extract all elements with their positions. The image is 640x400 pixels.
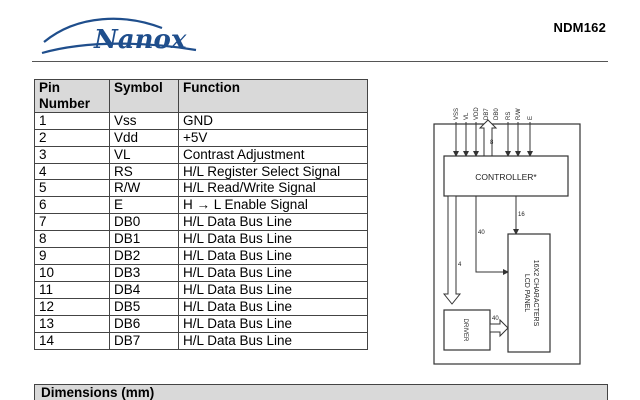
pin-cell: 6 xyxy=(34,196,110,215)
wire-label-40-bottom: 40 xyxy=(492,316,499,322)
symbol-cell: DB4 xyxy=(109,280,179,299)
pin-labels: VSS VL VDD DB7 DB0 RS R/W E xyxy=(454,107,534,120)
function-cell: H/L Register Select Signal xyxy=(178,162,368,181)
symbol-cell: E xyxy=(109,196,179,215)
controller-block xyxy=(443,155,569,197)
pin-label-vss: VSS xyxy=(454,108,460,120)
power-wires xyxy=(453,122,533,157)
brand-wordmark: Nanox xyxy=(93,25,187,55)
header-pin-number: Pin Number xyxy=(34,79,110,113)
pin-label-e: E xyxy=(528,116,534,120)
symbol-cell: VL xyxy=(109,145,179,164)
function-cell: H/L Data Bus Line xyxy=(178,263,368,282)
lcd-label-1: LCD PANEL xyxy=(523,274,530,312)
function-cell: H → L Enable Signal xyxy=(178,196,368,215)
pin-label-vdd: VDD xyxy=(474,107,480,120)
function-cell: H/L Data Bus Line xyxy=(178,247,368,265)
pin-label-db7: DB7 xyxy=(484,108,490,120)
dimensions-heading: Dimensions (mm) xyxy=(34,384,608,400)
wire-label-4: 4 xyxy=(458,262,462,268)
lcd-panel-block xyxy=(507,233,551,353)
symbol-cell: DB6 xyxy=(109,314,179,333)
symbol-cell: DB2 xyxy=(109,247,179,265)
function-cell: H/L Data Bus Line xyxy=(178,213,368,232)
pin-table-header: Pin Number Symbol Function xyxy=(34,79,368,113)
pin-cell: 2 xyxy=(34,128,110,147)
wire-label-40-top: 40 xyxy=(478,230,485,236)
driver-lcd-arrow xyxy=(489,318,509,338)
pin-cell: 10 xyxy=(34,263,110,282)
symbol-cell: DB0 xyxy=(109,213,179,232)
function-cell: H/L Data Bus Line xyxy=(178,314,368,333)
bus-width-label: 8 xyxy=(490,140,494,146)
function-cell: GND xyxy=(178,111,368,130)
module-outline xyxy=(433,123,581,365)
symbol-cell: R/W xyxy=(109,179,179,198)
model-number: NDM162 xyxy=(553,20,606,35)
pin-cell: 5 xyxy=(34,179,110,198)
pin-cell: 11 xyxy=(34,280,110,299)
pin-cell: 13 xyxy=(34,314,110,333)
nanox-logo: Nanox xyxy=(38,8,200,58)
pin-cell: 14 xyxy=(34,331,110,350)
controller-wires xyxy=(475,196,519,275)
symbol-cell: Vss xyxy=(109,111,179,130)
pin-cell: 4 xyxy=(34,162,110,181)
driver-bus-arrow xyxy=(442,195,462,305)
controller-label: CONTROLLER* xyxy=(475,172,537,182)
pin-cell: 12 xyxy=(34,297,110,316)
function-cell: H/L Data Bus Line xyxy=(178,230,368,249)
header-symbol: Symbol xyxy=(109,79,179,113)
function-cell: H/L Data Bus Line xyxy=(178,331,368,350)
symbol-cell: DB1 xyxy=(109,230,179,249)
header-function: Function xyxy=(178,79,368,113)
pin-cell: 8 xyxy=(34,230,110,249)
function-cell: H/L Data Bus Line xyxy=(178,297,368,316)
symbol-cell: Vdd xyxy=(109,128,179,147)
pin-label-vl: VL xyxy=(464,112,470,120)
pin-label-rw: R/W xyxy=(516,108,522,120)
lcd-label-2: 16X2 CHARACTERS xyxy=(532,260,539,327)
pin-cell: 1 xyxy=(34,111,110,130)
symbol-cell: DB3 xyxy=(109,263,179,282)
function-cell: Contrast Adjustment xyxy=(178,145,368,164)
pin-label-db0: DB0 xyxy=(494,108,500,120)
header-divider xyxy=(32,61,608,62)
block-diagram: VSS VL VDD DB7 DB0 RS R/W E 8 CONTROLLER… xyxy=(432,84,582,366)
wire-label-16: 16 xyxy=(518,212,525,218)
driver-block xyxy=(443,309,491,351)
data-bus-arrow xyxy=(478,119,498,157)
symbol-cell: DB5 xyxy=(109,297,179,316)
pin-label-rs: RS xyxy=(506,112,512,120)
driver-label: DRIVER xyxy=(462,319,468,342)
function-cell: H/L Read/Write Signal xyxy=(178,179,368,198)
function-cell: H/L Data Bus Line xyxy=(178,280,368,299)
pin-cell: 7 xyxy=(34,213,110,232)
symbol-cell: RS xyxy=(109,162,179,181)
pin-cell: 3 xyxy=(34,145,110,164)
function-cell: +5V xyxy=(178,128,368,147)
pin-cell: 9 xyxy=(34,247,110,265)
symbol-cell: DB7 xyxy=(109,331,179,350)
